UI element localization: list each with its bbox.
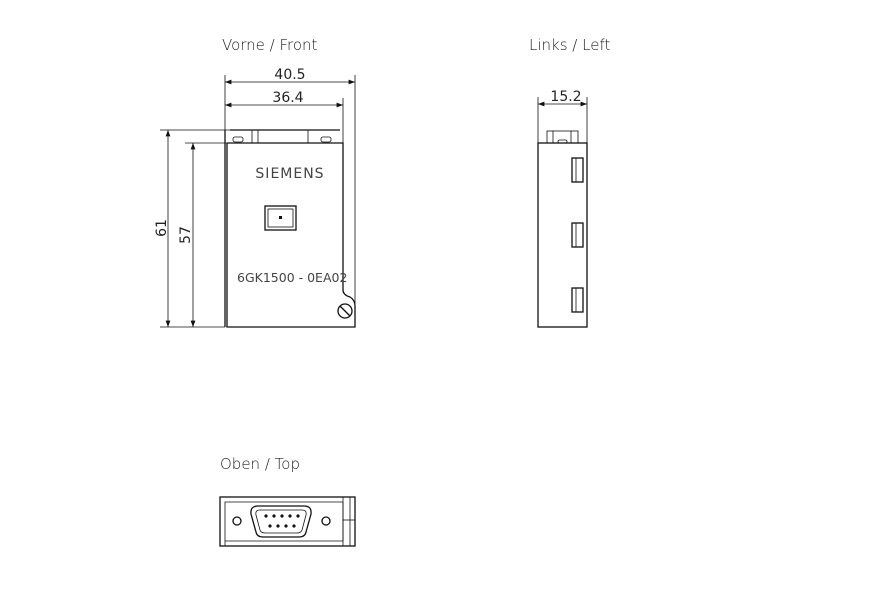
dim-40-5: 40.5 [274,67,305,83]
dimension-depth: 15.2 [537,89,588,143]
mount-hole-left [232,516,242,526]
dim-57: 57 [178,226,194,244]
side-body-outline [537,142,588,328]
dimension-body-height: 57 [178,142,227,327]
left-view-label: Links / Left [529,36,610,54]
top-connector [230,129,340,144]
front-view: Vorne / Front 40.5 36.4 61 57 [154,36,356,328]
top-view-label: Oben / Top [220,455,300,473]
dimension-overall-height: 61 [154,129,240,328]
dimension-body-width: 36.4 [225,90,344,143]
dim-15-2: 15.2 [550,89,581,105]
front-view-label: Vorne / Front [222,36,318,54]
screw-icon [337,303,353,319]
dim-61: 61 [154,219,170,237]
status-led [264,205,297,231]
dimension-overall-width: 40.5 [224,67,356,320]
mount-hole-right [321,516,331,526]
side-slots [571,157,584,313]
part-number: 6GK1500 - 0EA02 [237,270,347,285]
db9-connector-icon [250,505,312,538]
dim-36-4: 36.4 [272,90,303,106]
front-body-outline [224,130,356,328]
top-view: Oben / Top [219,455,356,547]
siemens-brand: SIEMENS [255,166,324,182]
left-view: Links / Left 15.2 [529,36,610,328]
